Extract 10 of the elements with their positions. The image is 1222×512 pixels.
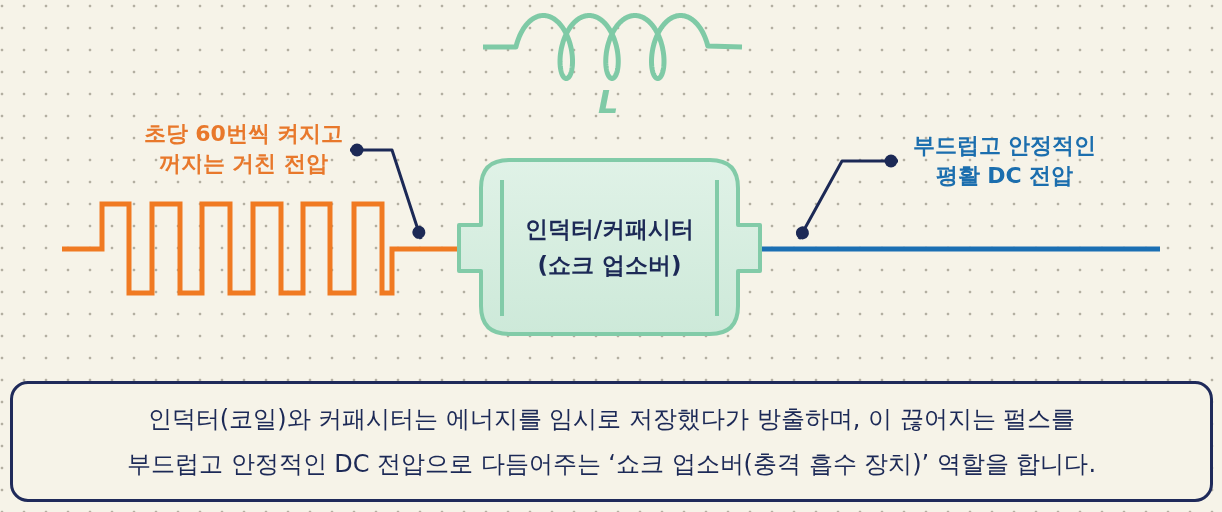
caption-box	[10, 381, 1213, 502]
callout-text: 부드럽고 안정적인 평활 DC 전압	[898, 131, 1111, 191]
square-wave-signal	[62, 201, 457, 296]
leader-line	[350, 143, 426, 240]
output-signal-line	[762, 246, 1160, 252]
callout-text: 초당 60번씩 켜지고 꺼지는 거친 전압	[137, 119, 350, 179]
symbol-label: L	[598, 86, 619, 118]
component-label: 인덕터/커패시터 (쇼크 업소버)	[523, 215, 696, 280]
caption-text: 인덕터(코일)와 커패시터는 에너지를 임시로 저장했다가 방출하며, 이 끊어지는 펄스를 부드럽고 안정적인 DC 전압으로 다듬어주는 ‘쇼크 업소버(충격 흡수 장치)’ 역할을 합니다.	[126, 403, 1097, 480]
leader-line	[795, 154, 898, 240]
